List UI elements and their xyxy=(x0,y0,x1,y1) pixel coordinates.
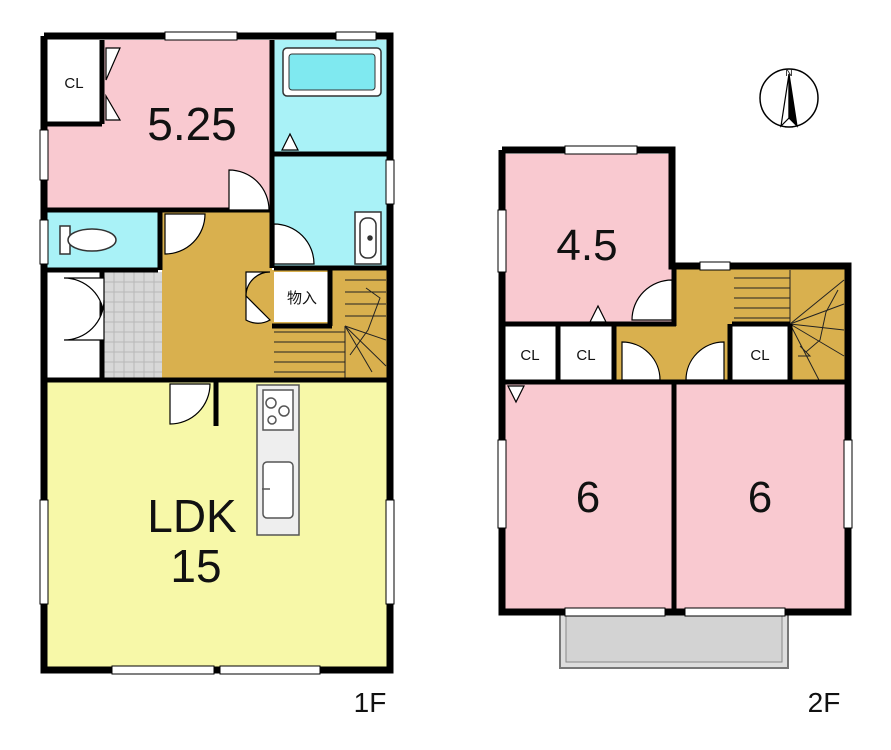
floor-label-2f: 2F xyxy=(808,687,841,718)
kitchen-counter-icon xyxy=(256,384,300,536)
bathtub-icon xyxy=(282,47,382,97)
room-label-ldk: LDK xyxy=(147,490,237,542)
floor-label-1f: 1F xyxy=(354,687,387,718)
doors-1f xyxy=(63,47,315,425)
walls-2f-exterior xyxy=(498,146,852,616)
room-label-bedroom-5-25: 5.25 xyxy=(147,98,237,150)
room-label-bedroom-6-right: 6 xyxy=(748,473,772,522)
closet-1f-fill xyxy=(44,40,100,124)
doors-2f xyxy=(507,279,725,404)
entrance-tile-grid xyxy=(104,272,162,378)
walls-1f-exterior xyxy=(40,32,394,674)
floor-2: 4.5 CL CL CL 6 6 2F xyxy=(497,145,853,718)
balcony-inner xyxy=(565,613,783,663)
floor-1: 5.25 CL 物入 LDK 15 1F xyxy=(39,31,395,718)
closet-2f-3-fill xyxy=(732,326,788,382)
room-label-closet-2f-1: CL xyxy=(520,347,539,364)
room-label-storage: 物入 xyxy=(287,290,317,307)
walls-2f-interior xyxy=(502,266,846,612)
stairs-1f xyxy=(274,279,387,378)
room-label-bedroom-4-5: 4.5 xyxy=(556,221,617,270)
room-label-bedroom-6-left: 6 xyxy=(576,473,600,522)
room-label-closet-1f: CL xyxy=(64,75,83,92)
bedroom-6-left-fill xyxy=(502,384,672,610)
room-label-closet-2f-3: CL xyxy=(750,347,769,364)
windows-2f xyxy=(497,145,853,617)
bedroom-6-right-fill xyxy=(674,384,846,610)
ldk-fill xyxy=(44,380,388,668)
windows-1f xyxy=(39,31,395,675)
toilet-icon xyxy=(59,225,117,255)
room-label-ldk-size: 15 xyxy=(170,540,221,592)
compass-label: N xyxy=(785,68,792,79)
room-label-closet-2f-2: CL xyxy=(576,347,595,364)
compass-north-icon: N xyxy=(759,68,819,128)
washbasin-icon xyxy=(354,211,382,265)
storage-fill-top xyxy=(274,272,328,322)
